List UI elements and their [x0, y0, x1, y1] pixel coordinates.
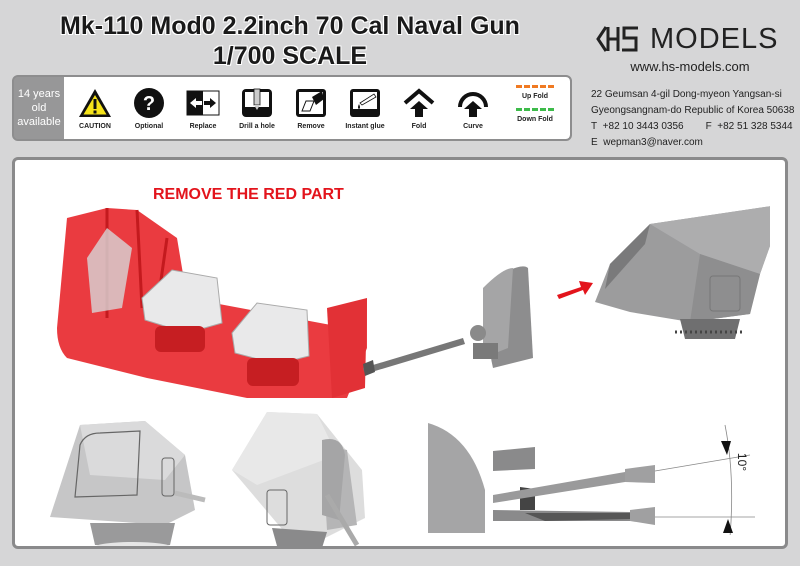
legend-fold-lines: Up Fold Down Fold [500, 77, 570, 129]
fax-number: +82 51 328 5344 [717, 121, 793, 132]
instruction-panel: REMOVE THE RED PART [12, 157, 788, 549]
svg-text:?: ? [143, 93, 155, 115]
legend-fold: Fold [392, 77, 446, 139]
optional-icon: ? [134, 88, 164, 118]
down-fold-label: Down Fold [517, 116, 553, 123]
remove-red-part-notice: REMOVE THE RED PART [153, 186, 344, 203]
remove-icon [296, 89, 326, 117]
phone-fax-row: T +82 10 3443 0356 F +82 51 328 5344 [591, 119, 794, 135]
gun-barrel-figure [363, 266, 533, 376]
turret-on-sprue-1 [141, 269, 223, 352]
age-line-1: 14 years old [17, 88, 61, 114]
legend-label: CAUTION [79, 123, 111, 130]
replace-icon [186, 90, 220, 116]
turret-front-view-figure [232, 412, 365, 546]
legend-label: Curve [463, 123, 483, 130]
legend-caution: CAUTION [68, 77, 122, 139]
legend-icons: CAUTION ? Optional Replace Drill a hole … [64, 77, 570, 139]
age-rating: 14 years old available [14, 77, 64, 139]
hs-logo-icon [596, 26, 638, 52]
legend-optional: ? Optional [122, 77, 176, 139]
legend-label: Fold [411, 123, 427, 130]
legend-label: Optional [134, 123, 164, 130]
age-line-2: available [17, 116, 61, 128]
legend-label: Replace [189, 123, 217, 130]
turret-assembly-figure [595, 206, 770, 339]
up-fold-line [516, 85, 554, 88]
phone-label: T [591, 121, 598, 132]
brand-logo: MODELS [596, 22, 786, 56]
email-row: E wepman3@naver.com [591, 135, 794, 151]
website-link[interactable]: www.hs-models.com [630, 59, 750, 74]
fax-label: F [705, 121, 712, 132]
email-address[interactable]: wepman3@naver.com [603, 137, 703, 148]
elevation-diagram-figure [428, 423, 755, 535]
elevation-angle-label: 10° [735, 452, 750, 472]
legend-replace: Replace [176, 77, 230, 139]
email-label: E [591, 137, 598, 148]
symbol-legend: 14 years old available CAUTION ? Optional… [12, 75, 572, 141]
address-line-2: Gyeongsangnam-do Republic of Korea 50638 [591, 105, 795, 116]
instant-glue-icon [350, 89, 380, 117]
assembly-arrow-icon [557, 281, 593, 299]
address-line-1: 22 Geumsan 4-gil Dong-myeon Yangsan-si [591, 89, 782, 100]
legend-drill: Drill a hole [230, 77, 284, 139]
legend-label: Remove [297, 123, 325, 130]
phone-number: +82 10 3443 0356 [602, 121, 684, 132]
drill-icon [242, 88, 272, 117]
instruction-title: Mk-110 Mod0 2.2inch 70 Cal Naval Gun [60, 12, 520, 40]
contact-info: 22 Geumsan 4-gil Dong-myeon Yangsan-si G… [591, 87, 794, 151]
legend-label: Instant glue [345, 123, 385, 130]
scale-title: 1/700 SCALE [212, 42, 368, 70]
turret-rear-view-figure [50, 421, 206, 546]
down-fold-line [516, 108, 554, 111]
legend-curve: Curve [446, 77, 500, 139]
legend-instant-glue: Instant glue [338, 77, 392, 139]
brand-name: MODELS [650, 22, 779, 55]
fold-icon [403, 88, 435, 117]
legend-label: Drill a hole [239, 123, 275, 130]
legend-remove: Remove [284, 77, 338, 139]
curve-icon [458, 92, 488, 117]
caution-icon [79, 89, 111, 117]
turret-on-sprue-2 [231, 302, 310, 386]
up-fold-label: Up Fold [521, 93, 549, 100]
red-sprue-figure [57, 208, 367, 398]
